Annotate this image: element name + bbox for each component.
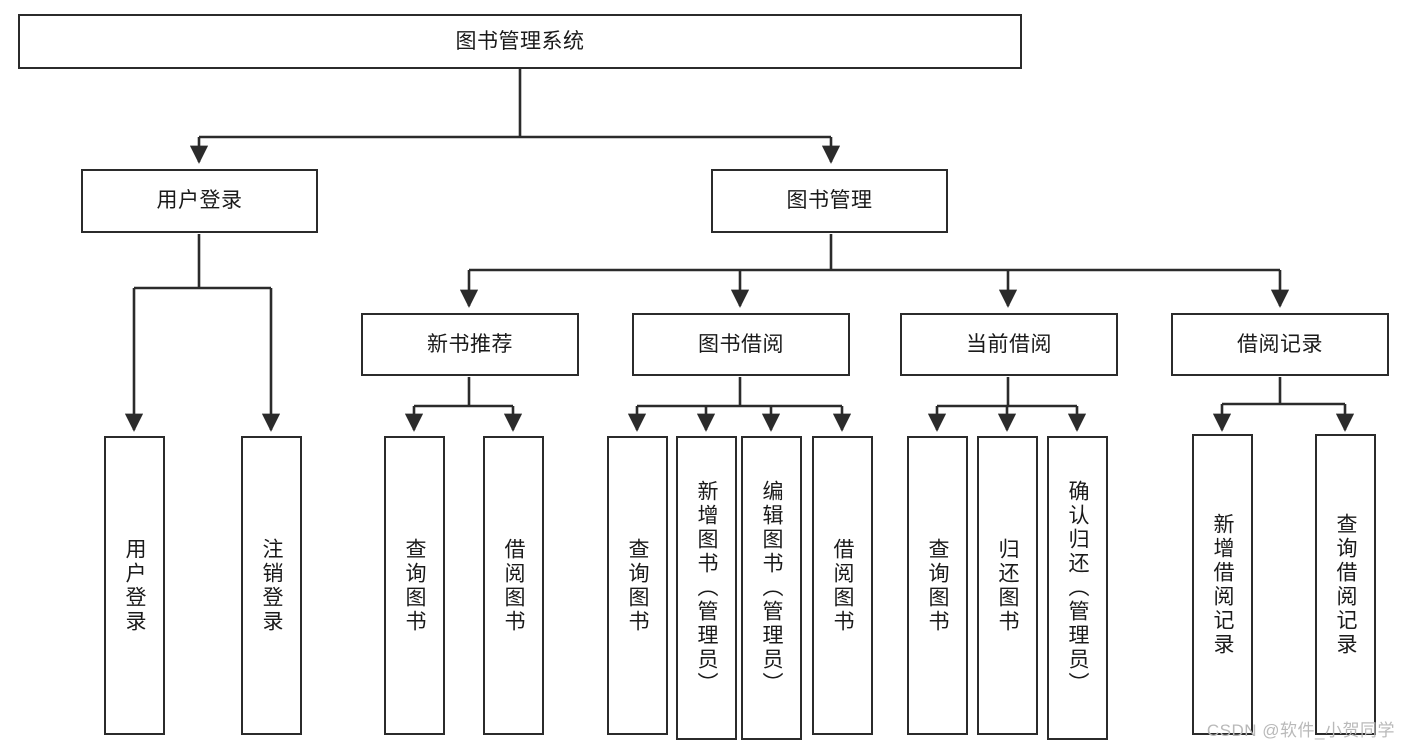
- node-current-borrow[interactable]: 当前借阅: [900, 313, 1118, 376]
- node-leaf-query-book-2[interactable]: 查询图书: [607, 436, 668, 735]
- node-new-book-recommend[interactable]: 新书推荐: [361, 313, 579, 376]
- node-label: 查询图书: [403, 537, 426, 634]
- node-leaf-add-record[interactable]: 新增借阅记录: [1192, 434, 1253, 735]
- node-label: 查询借阅记录: [1334, 512, 1357, 657]
- node-book-management[interactable]: 图书管理: [711, 169, 948, 233]
- node-label: 借阅图书: [502, 537, 525, 634]
- node-label: 新书推荐: [427, 332, 513, 356]
- node-label: 用户登录: [156, 189, 243, 213]
- node-leaf-borrow-book-1[interactable]: 借阅图书: [483, 436, 544, 735]
- node-leaf-edit-book[interactable]: 编辑图书（管理员）: [741, 436, 802, 740]
- node-label: 归还图书: [996, 537, 1019, 634]
- node-leaf-borrow-book-2[interactable]: 借阅图书: [812, 436, 873, 735]
- node-label: 新增图书（管理员）: [695, 480, 718, 696]
- node-label: 当前借阅: [966, 332, 1052, 356]
- node-label: 查询图书: [626, 537, 649, 634]
- node-label: 新增借阅记录: [1211, 512, 1234, 657]
- node-leaf-query-book-1[interactable]: 查询图书: [384, 436, 445, 735]
- node-label: 注销登录: [260, 537, 283, 634]
- node-borrow-record[interactable]: 借阅记录: [1171, 313, 1389, 376]
- node-leaf-logout-login[interactable]: 注销登录: [241, 436, 302, 735]
- node-leaf-return-book[interactable]: 归还图书: [977, 436, 1038, 735]
- node-label: 编辑图书（管理员）: [760, 480, 783, 696]
- node-leaf-add-book[interactable]: 新增图书（管理员）: [676, 436, 737, 740]
- node-leaf-query-record[interactable]: 查询借阅记录: [1315, 434, 1376, 735]
- node-label: 用户登录: [123, 537, 146, 634]
- node-label: 借阅记录: [1237, 332, 1323, 356]
- node-user-login[interactable]: 用户登录: [81, 169, 318, 233]
- node-label: 图书管理系统: [455, 29, 585, 53]
- node-leaf-query-book-3[interactable]: 查询图书: [907, 436, 968, 735]
- node-label: 借阅图书: [831, 537, 854, 634]
- node-label: 图书管理: [786, 189, 873, 213]
- node-book-borrow[interactable]: 图书借阅: [632, 313, 850, 376]
- node-label: 查询图书: [926, 537, 949, 634]
- node-leaf-confirm-return[interactable]: 确认归还（管理员）: [1047, 436, 1108, 740]
- node-root-system[interactable]: 图书管理系统: [18, 14, 1022, 69]
- node-leaf-user-login[interactable]: 用户登录: [104, 436, 165, 735]
- node-label: 图书借阅: [698, 332, 784, 356]
- node-label: 确认归还（管理员）: [1066, 480, 1089, 696]
